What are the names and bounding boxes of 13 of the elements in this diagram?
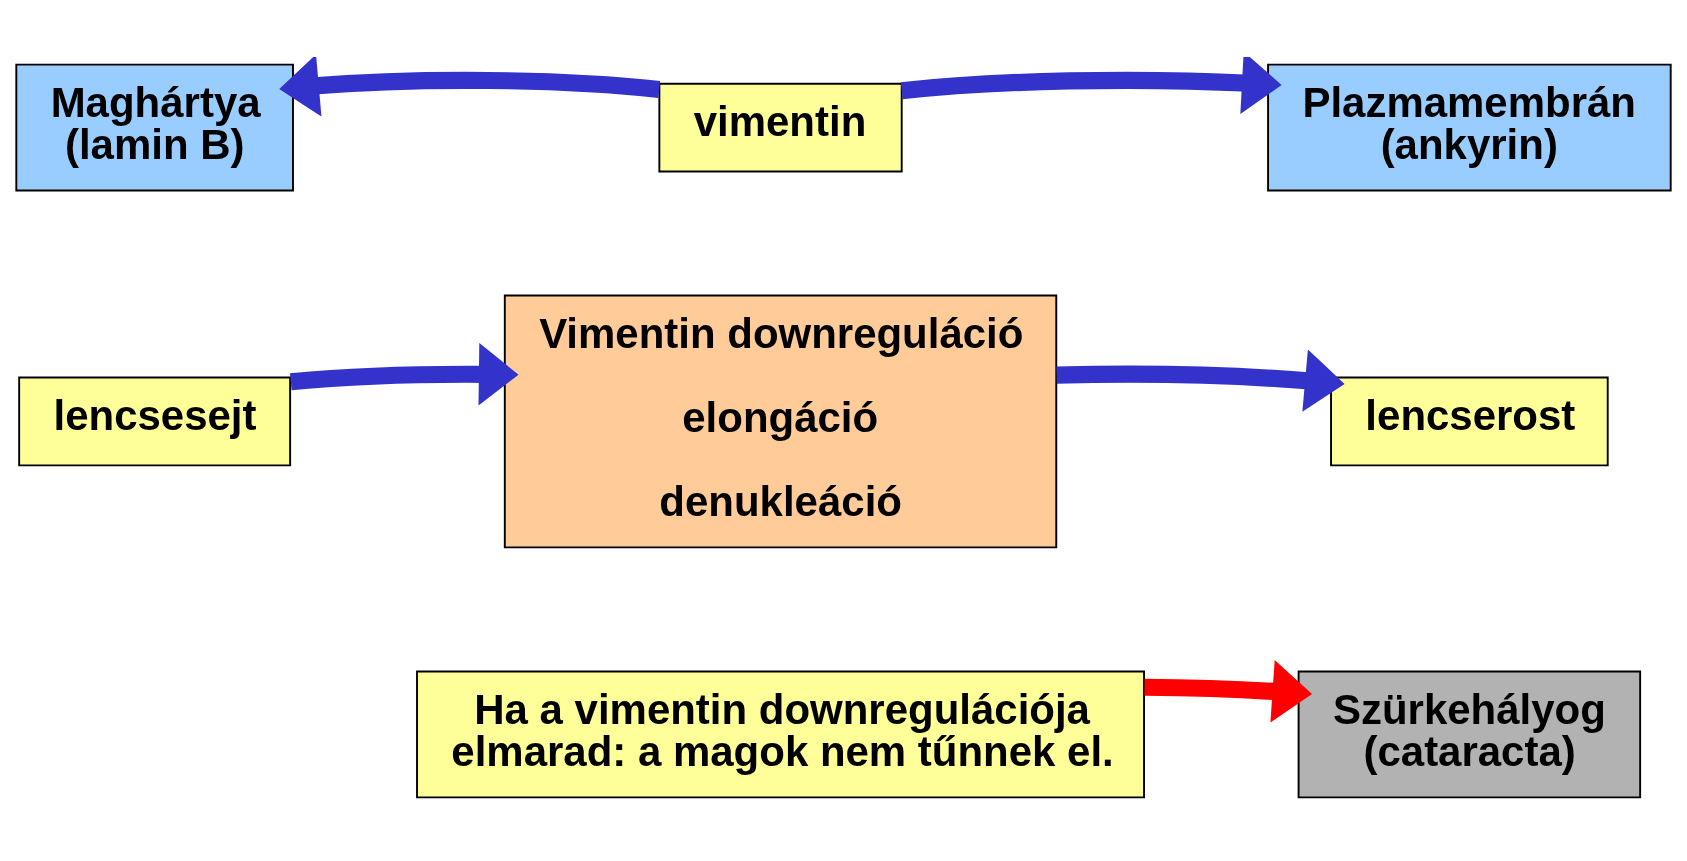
arrow	[1144, 659, 1313, 722]
node-box: Plazmamembrán (ankyrin)	[1267, 63, 1672, 192]
node-box: Szürkehályog (cataracta)	[1297, 669, 1642, 798]
node-box: vimentin	[658, 82, 903, 172]
arrow	[290, 342, 519, 405]
node-box: lencserost	[1330, 376, 1609, 466]
arrow	[279, 56, 661, 117]
node-box: Vimentin downreguláció elongáció denukleáció	[503, 294, 1058, 548]
node-box: Maghártya (lamin B)	[15, 63, 294, 192]
arrow	[900, 56, 1282, 114]
arrow	[1056, 348, 1345, 412]
node-box: lencsesejt	[18, 376, 292, 466]
node-box: Ha a vimentin downregulációja elmarad: a magok nem tűnnek el.	[416, 669, 1145, 798]
